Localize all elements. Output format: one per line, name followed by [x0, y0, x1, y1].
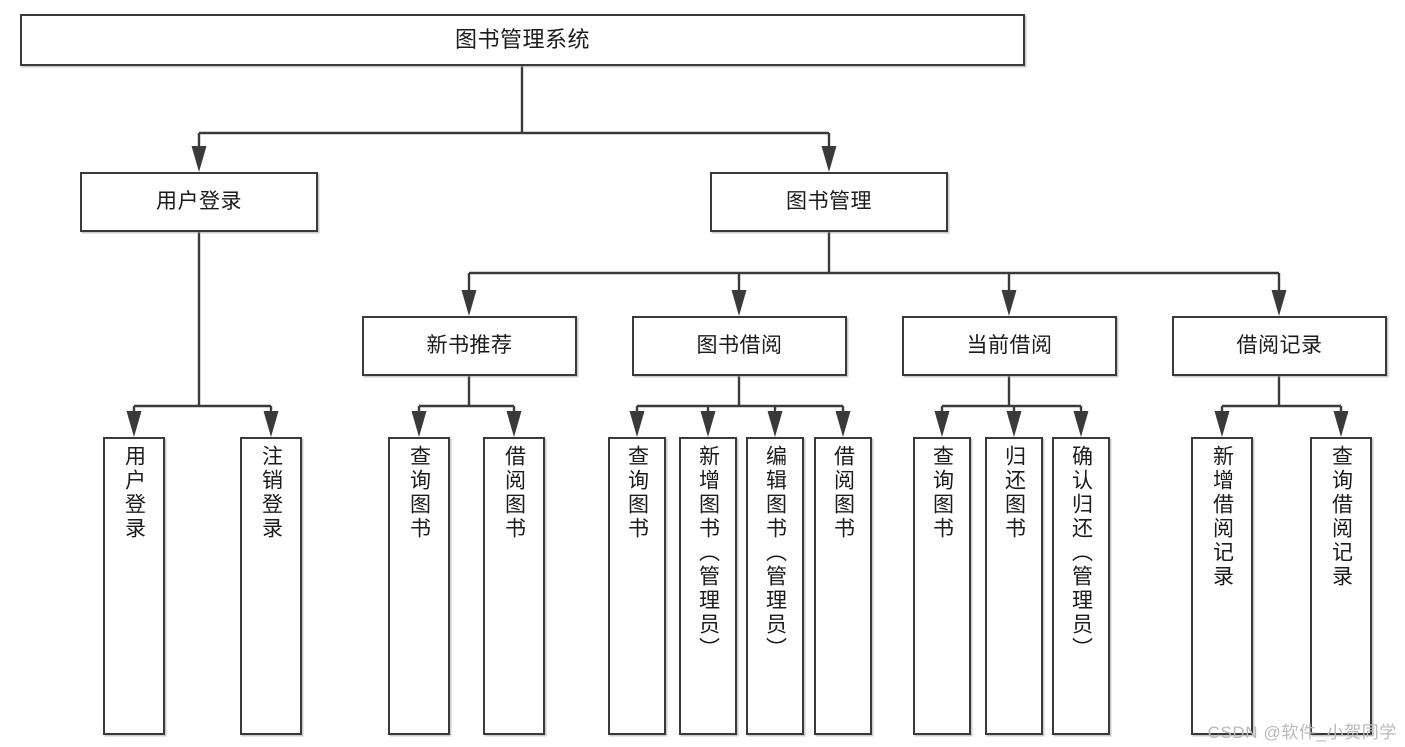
- arrowhead-current-borrow-to-leaves-2: [1073, 411, 1089, 437]
- arrowhead-user-login-to-leaves-1: [263, 411, 279, 437]
- node-leaf-rec-query-book[interactable]: 查询图书: [388, 437, 450, 735]
- node-user-login[interactable]: 用户登录: [80, 172, 318, 232]
- arrowhead-book-borrow-to-leaves-2: [767, 411, 783, 437]
- arrowhead-book-manage-to-level3-3: [1271, 290, 1287, 316]
- node-leaf-current-return-book[interactable]: 归还图书: [985, 437, 1043, 735]
- node-label: 新增借阅记录: [1210, 445, 1234, 589]
- node-label: 图书管理: [786, 190, 872, 214]
- node-label: 图书管理系统: [454, 26, 590, 52]
- node-label: 用户登录: [156, 190, 242, 214]
- node-label: 当前借阅: [966, 334, 1053, 358]
- arrowhead-current-borrow-to-leaves-1: [1006, 411, 1022, 437]
- node-leaf-current-query-book[interactable]: 查询图书: [913, 437, 971, 735]
- node-label: 确认归还（管理员）: [1069, 445, 1093, 661]
- arrowhead-borrow-record-to-leaves-1: [1333, 411, 1349, 437]
- node-label: 用户登录: [122, 445, 146, 541]
- arrowhead-book-borrow-to-leaves-3: [835, 411, 851, 437]
- arrowhead-borrow-record-to-leaves-0: [1214, 411, 1230, 437]
- node-label: 借阅记录: [1236, 334, 1323, 358]
- node-leaf-record-query[interactable]: 查询借阅记录: [1310, 437, 1372, 735]
- node-label: 查询图书: [625, 445, 649, 541]
- arrowhead-current-borrow-to-leaves-0: [934, 411, 950, 437]
- node-leaf-borrow-add-book[interactable]: 新增图书（管理员）: [679, 437, 737, 735]
- node-leaf-rec-borrow-book[interactable]: 借阅图书: [483, 437, 545, 735]
- node-label: 查询借阅记录: [1329, 445, 1353, 589]
- node-leaf-borrow-edit-book[interactable]: 编辑图书（管理员）: [746, 437, 804, 735]
- node-label: 注销登录: [259, 445, 283, 541]
- node-leaf-borrow-borrow-book[interactable]: 借阅图书: [814, 437, 872, 735]
- node-label: 借阅图书: [502, 445, 526, 541]
- node-leaf-record-add[interactable]: 新增借阅记录: [1191, 437, 1253, 735]
- node-book-manage[interactable]: 图书管理: [710, 172, 948, 232]
- node-new-book-recommend[interactable]: 新书推荐: [362, 316, 577, 376]
- watermark: CSDN @软件_小贺同学: [1207, 723, 1397, 742]
- node-label: 查询图书: [407, 445, 431, 541]
- node-label: 新书推荐: [426, 334, 513, 358]
- arrowhead-new-book-recommend-to-leaves-0: [411, 411, 427, 437]
- node-label: 编辑图书（管理员）: [763, 445, 787, 661]
- arrowhead-book-manage-to-level3-1: [731, 290, 747, 316]
- node-leaf-user-login[interactable]: 用户登录: [103, 437, 165, 735]
- node-root[interactable]: 图书管理系统: [20, 14, 1025, 66]
- arrowhead-new-book-recommend-to-leaves-1: [506, 411, 522, 437]
- arrowhead-book-manage-to-level3-2: [1001, 290, 1017, 316]
- arrowhead-root-to-level2-1: [821, 146, 837, 172]
- arrowhead-root-to-level2-0: [191, 146, 207, 172]
- node-label: 图书借阅: [696, 334, 783, 358]
- arrowhead-user-login-to-leaves-0: [126, 411, 142, 437]
- node-label: 借阅图书: [831, 445, 855, 541]
- arrowhead-book-borrow-to-leaves-1: [700, 411, 716, 437]
- node-leaf-user-logout[interactable]: 注销登录: [240, 437, 302, 735]
- arrowhead-book-borrow-to-leaves-0: [629, 411, 645, 437]
- arrowhead-book-manage-to-level3-0: [461, 290, 477, 316]
- node-book-borrow[interactable]: 图书借阅: [632, 316, 847, 376]
- node-leaf-borrow-query-book[interactable]: 查询图书: [608, 437, 666, 735]
- node-label: 查询图书: [930, 445, 954, 541]
- node-label: 归还图书: [1002, 445, 1026, 541]
- node-borrow-record[interactable]: 借阅记录: [1172, 316, 1387, 376]
- node-current-borrow[interactable]: 当前借阅: [902, 316, 1117, 376]
- node-label: 新增图书（管理员）: [696, 445, 720, 661]
- node-leaf-current-confirm-return[interactable]: 确认归还（管理员）: [1052, 437, 1110, 735]
